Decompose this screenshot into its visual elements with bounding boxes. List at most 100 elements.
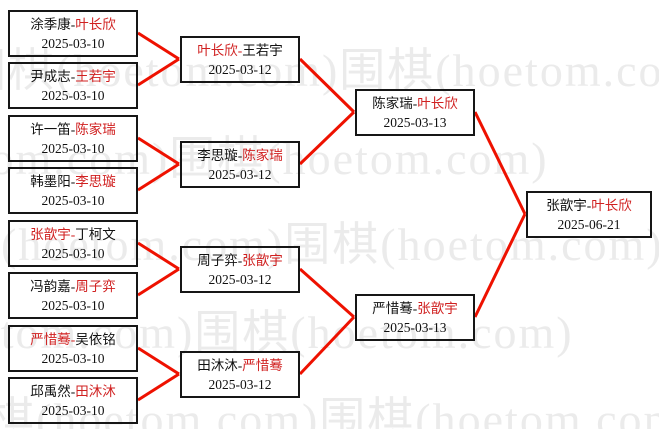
match-players: 李思璇-陈家瑞 [183, 146, 297, 165]
match-date: 2025-03-10 [41, 141, 105, 156]
match-players: 邱禹然-田沐沐 [11, 382, 135, 401]
match-players: 尹成志-王若宇 [11, 67, 135, 86]
name-separator: - [70, 69, 76, 84]
match-box-r2-3: 周子弈-张歆宇 2025-03-12 [180, 246, 300, 293]
name-separator: - [237, 148, 243, 163]
name-separator: - [70, 227, 76, 242]
name-separator: - [412, 96, 418, 111]
match-date: 2025-03-12 [208, 377, 272, 392]
name-separator: - [237, 358, 243, 373]
name-separator: - [70, 384, 76, 399]
match-box-r1-2: 尹成志-王若宇 2025-03-10 [8, 62, 138, 109]
match-players: 周子弈-张歆宇 [183, 251, 297, 270]
match-box-r2-2: 李思璇-陈家瑞 2025-03-12 [180, 141, 300, 188]
player-name: 冯韵嘉 [30, 279, 71, 294]
match-date: 2025-03-10 [41, 246, 105, 261]
player-name: 周子弈 [197, 253, 238, 268]
player-name: 张歆宇 [30, 227, 71, 242]
player-name: 吴依铭 [75, 332, 116, 347]
connector-line [473, 213, 527, 318]
player-name: 张歆宇 [242, 253, 283, 268]
match-date: 2025-03-10 [41, 88, 105, 103]
match-date: 2025-03-10 [41, 193, 105, 208]
match-players: 严惜蓦-张歆宇 [358, 299, 472, 318]
player-name: 严惜蓦 [242, 358, 283, 373]
name-separator: - [412, 301, 418, 316]
connector-line [137, 136, 180, 166]
player-name: 王若宇 [75, 69, 116, 84]
match-players: 张歆宇-丁柯文 [11, 225, 135, 244]
player-name: 涂季康 [30, 17, 71, 32]
player-name: 陈家瑞 [372, 96, 413, 111]
player-name: 陈家瑞 [242, 148, 283, 163]
player-name: 丁柯文 [75, 227, 116, 242]
match-date: 2025-03-10 [41, 351, 105, 366]
player-name: 叶长欣 [417, 96, 458, 111]
player-name: 叶长欣 [591, 198, 632, 213]
match-players: 韩墨阳-李思璇 [11, 172, 135, 191]
player-name: 严惜蓦 [372, 301, 413, 316]
connector-line [298, 110, 356, 166]
player-name: 张歆宇 [417, 301, 458, 316]
connector-line [137, 346, 180, 376]
match-players: 田沐沐-严惜蓦 [183, 356, 297, 375]
match-date: 2025-03-12 [208, 62, 272, 77]
match-players: 许一笛-陈家瑞 [11, 120, 135, 139]
match-players: 严惜蓦-吴依铭 [11, 330, 135, 349]
match-date: 2025-03-10 [41, 403, 105, 418]
name-separator: - [586, 198, 592, 213]
connector-line [298, 57, 356, 114]
match-date: 2025-03-13 [383, 320, 447, 335]
connector-line [298, 315, 356, 376]
player-name: 田沐沐 [75, 384, 116, 399]
name-separator: - [70, 332, 76, 347]
player-name: 田沐沐 [197, 358, 238, 373]
match-date: 2025-03-10 [41, 36, 105, 51]
player-name: 邱禹然 [30, 384, 71, 399]
match-date: 2025-03-12 [208, 272, 272, 287]
match-box-r3-1: 陈家瑞-叶长欣 2025-03-13 [355, 89, 475, 136]
connector-line [137, 31, 180, 61]
match-box-r1-4: 韩墨阳-李思璇 2025-03-10 [8, 167, 138, 214]
name-separator: - [237, 43, 243, 58]
match-players: 叶长欣-王若宇 [183, 41, 297, 60]
connector-line [299, 267, 355, 319]
player-name: 尹成志 [30, 69, 71, 84]
player-name: 张歆宇 [546, 198, 587, 213]
match-date: 2025-03-13 [383, 115, 447, 130]
player-name: 王若宇 [242, 43, 283, 58]
name-separator: - [70, 279, 76, 294]
match-box-r1-7: 严惜蓦-吴依铭 2025-03-10 [8, 325, 138, 372]
player-name: 周子弈 [75, 279, 116, 294]
match-box-r1-8: 邱禹然-田沐沐 2025-03-10 [8, 377, 138, 424]
match-box-r1-3: 许一笛-陈家瑞 2025-03-10 [8, 115, 138, 162]
player-name: 严惜蓦 [30, 332, 71, 347]
match-players: 陈家瑞-叶长欣 [358, 94, 472, 113]
match-box-r2-1: 叶长欣-王若宇 2025-03-12 [180, 36, 300, 83]
player-name: 叶长欣 [197, 43, 238, 58]
connector-line [137, 162, 180, 192]
match-date: 2025-03-10 [41, 298, 105, 313]
player-name: 李思璇 [197, 148, 238, 163]
player-name: 叶长欣 [75, 17, 116, 32]
connector-line [137, 57, 180, 87]
match-players: 涂季康-叶长欣 [11, 15, 135, 34]
match-date: 2025-03-12 [208, 167, 272, 182]
connector-line [137, 267, 180, 297]
match-players: 张歆宇-叶长欣 [529, 196, 649, 215]
match-box-r1-5: 张歆宇-丁柯文 2025-03-10 [8, 220, 138, 267]
connector-line [473, 111, 527, 215]
match-date: 2025-06-21 [557, 217, 621, 232]
name-separator: - [70, 174, 76, 189]
match-box-r3-2: 严惜蓦-张歆宇 2025-03-13 [355, 294, 475, 341]
player-name: 韩墨阳 [30, 174, 71, 189]
watermark-text: 围棋(hoetom.com)围棋(hoetom.com) [0, 219, 659, 270]
match-box-r2-4: 田沐沐-严惜蓦 2025-03-12 [180, 351, 300, 398]
match-box-r1-1: 涂季康-叶长欣 2025-03-10 [8, 10, 138, 57]
match-box-final: 张歆宇-叶长欣 2025-06-21 [526, 191, 652, 238]
match-box-r1-6: 冯韵嘉-周子弈 2025-03-10 [8, 272, 138, 319]
name-separator: - [237, 253, 243, 268]
player-name: 陈家瑞 [75, 122, 116, 137]
